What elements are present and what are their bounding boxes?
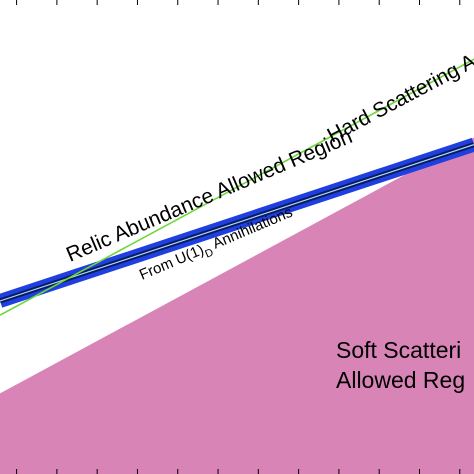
hard-scattering-line [0, 58, 474, 316]
bottom-axis-ticks [16, 469, 461, 474]
soft-scattering-region [0, 137, 474, 474]
soft-scattering-label-line2: Allowed Reg [336, 367, 465, 393]
top-axis-ticks [16, 0, 461, 5]
soft-scattering-label-line1: Soft Scatteri [336, 337, 461, 363]
relic-band-center [0, 144, 474, 302]
